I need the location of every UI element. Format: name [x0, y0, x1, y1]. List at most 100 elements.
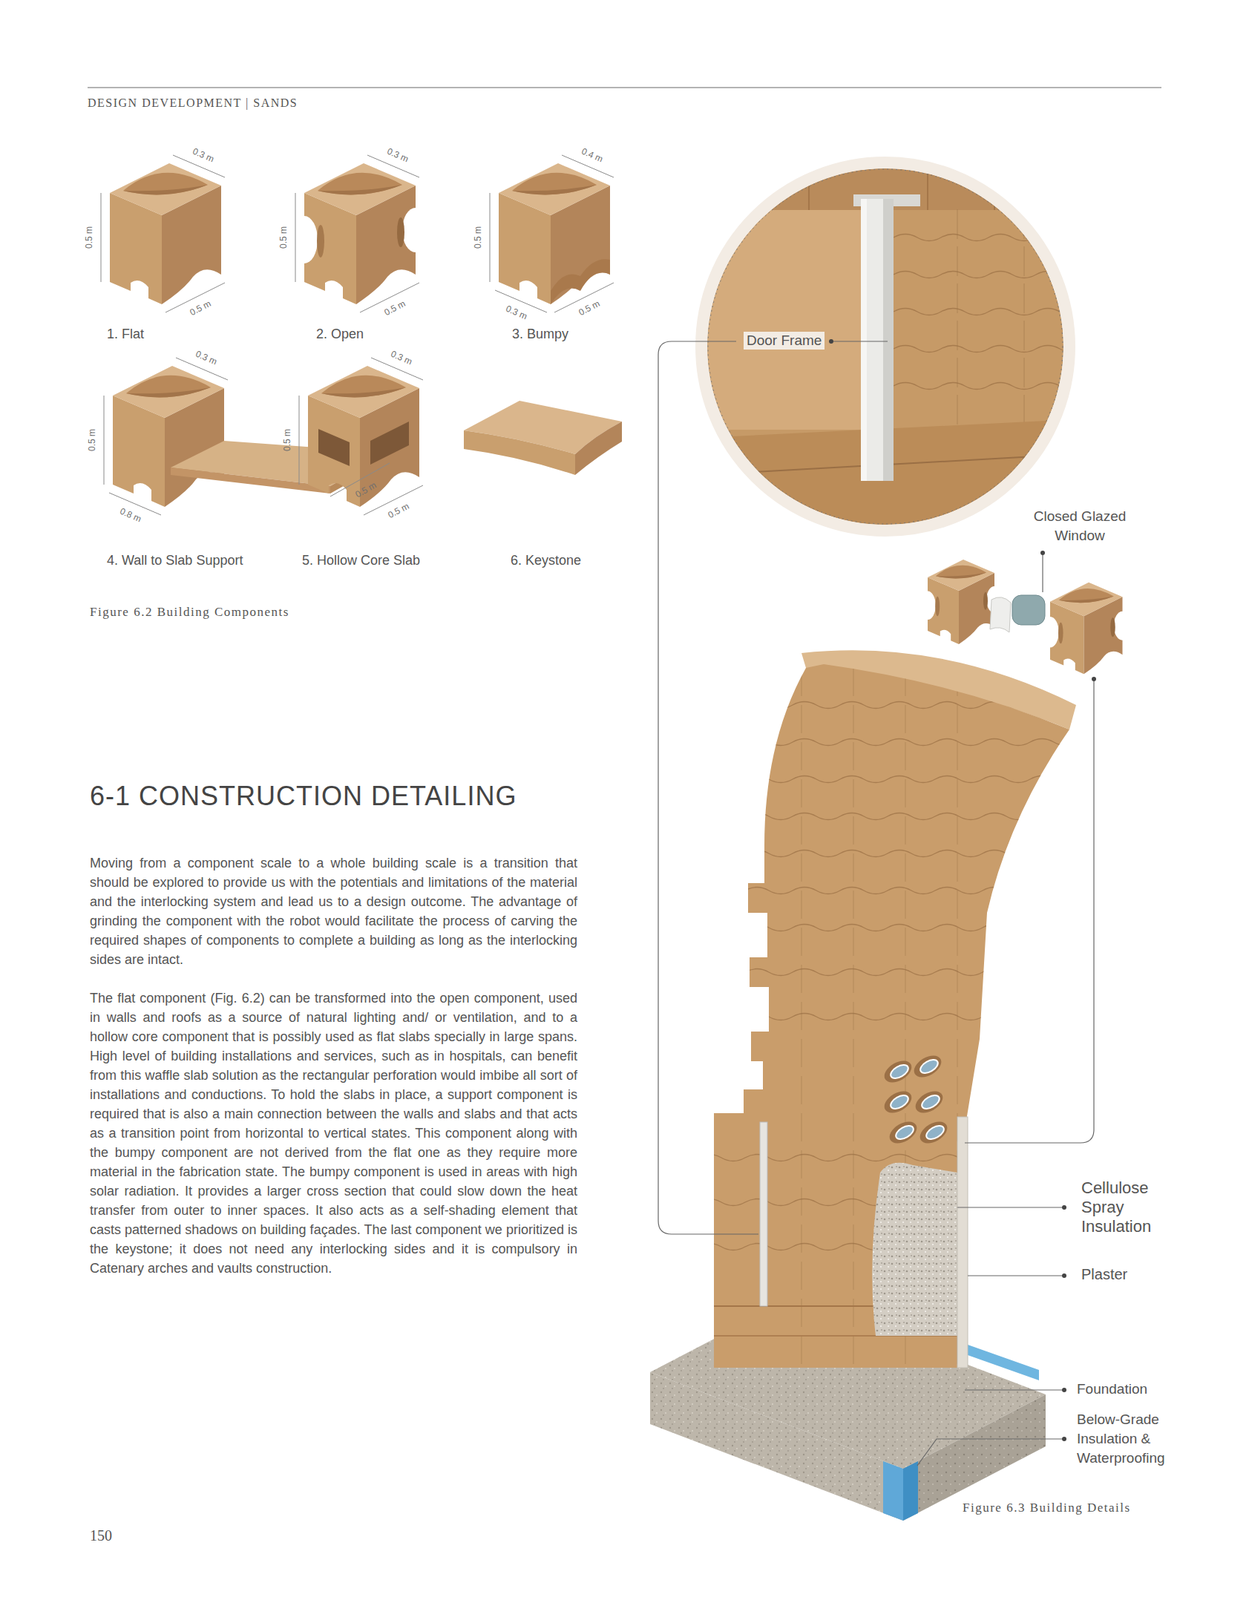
wall-section [697, 850, 1102, 858]
dimension-label: 0.3 m [503, 303, 529, 323]
header-rule [87, 86, 1162, 88]
leader-line [831, 340, 888, 342]
dimension-label: 0.5 m [353, 480, 378, 501]
page-number: 150 [89, 1527, 113, 1545]
component-label: 5. Hollow Core Slab [302, 552, 421, 569]
wall-section [697, 969, 1102, 976]
leader-dot [1091, 676, 1097, 682]
detail-zoom [883, 198, 894, 481]
keystone-component [463, 430, 576, 475]
flat-component [109, 163, 222, 305]
wall-section [697, 887, 1102, 895]
wall-openings [919, 1092, 942, 1111]
wall-to-slab-component [112, 365, 225, 507]
exploded-window [919, 559, 1132, 674]
exploded-window [1041, 582, 1132, 675]
wall-openings [923, 1122, 947, 1142]
exploded-window [1012, 595, 1045, 625]
wall-openings [880, 1087, 916, 1118]
detail-zoom [701, 162, 1249, 535]
dimension-label: 0.5 m [278, 226, 289, 249]
keystone-component [463, 400, 622, 475]
leader-line [658, 341, 1094, 1466]
leader-dot [828, 339, 834, 344]
detail-zoom [1024, 209, 1025, 425]
dimension-label: 0.8 m [117, 506, 143, 525]
dimension-line [299, 395, 300, 485]
wall-section [697, 650, 1102, 1368]
leader-line [917, 1438, 1065, 1466]
callout-label: Plaster [1081, 1266, 1128, 1284]
wall-openings [880, 1051, 952, 1149]
wall-section [697, 739, 1102, 746]
dimension-label: 0.5 m [187, 298, 213, 318]
dimension-label: 0.5 m [576, 298, 602, 318]
wall-section [871, 1162, 958, 1336]
exploded-window [989, 597, 1011, 633]
wall-section [713, 664, 1070, 1368]
detail-zoom [893, 308, 1087, 316]
bumpy-component [550, 259, 611, 305]
detail-zoom [957, 209, 959, 425]
wall-openings [910, 1051, 946, 1083]
leader-dot [1061, 1205, 1067, 1210]
detail-zoom [701, 162, 1070, 531]
exploded-window [919, 559, 1003, 645]
dimension-label: 0.3 m [385, 146, 410, 165]
wall-section [697, 702, 1102, 709]
wall-section [957, 1116, 968, 1368]
wall-section [697, 924, 1102, 932]
wall-openings [880, 1056, 916, 1088]
open-component [290, 163, 429, 305]
dimension-line [295, 192, 297, 283]
bumpy-component [498, 163, 611, 305]
wall-openings [888, 1061, 911, 1081]
dimension-line [100, 155, 614, 516]
leader-dot [828, 339, 1097, 1442]
section-title: 6-1 CONSTRUCTION DETAILING [89, 780, 517, 812]
wall-openings [916, 1117, 952, 1149]
running-header: DESIGN DEVELOPMENT | SANDS [87, 96, 298, 110]
callout-label: Door Frame [743, 331, 825, 350]
dimension-line [103, 395, 105, 485]
callout-label: Closed Glazed Window [1027, 506, 1132, 546]
component-label: 6. Keystone [510, 552, 582, 569]
foundation-slab [967, 1344, 1039, 1381]
detail-zoom [893, 382, 1087, 390]
dimension-label: 0.5 m [86, 428, 98, 452]
wall-section [759, 1122, 768, 1307]
hollow-core-component [318, 428, 350, 467]
dimension-line [489, 192, 491, 283]
leader-line [1041, 552, 1043, 593]
hollow-core-component [307, 365, 420, 507]
dimension-label: 0.5 m [382, 298, 407, 318]
detail-zoom [701, 162, 1249, 535]
wall-section [697, 667, 1102, 1368]
detail-zoom [860, 198, 867, 481]
wall-openings [886, 1117, 921, 1149]
wall-section [853, 667, 855, 1368]
hollow-core-component [370, 421, 409, 465]
component-label: 4. Wall to Slab Support [106, 552, 243, 569]
wall-openings [888, 1092, 911, 1111]
dimension-label: 0.5 m [83, 226, 95, 249]
callout-label: Below-Grade Insulation & Waterproofing [1076, 1410, 1189, 1468]
leader-line [967, 1274, 1065, 1276]
dimension-label: 0.3 m [388, 348, 414, 368]
detail-zoom [893, 234, 1087, 242]
leader-line [658, 341, 759, 1235]
component-label: 1. Flat [106, 326, 144, 343]
leader-dot [1040, 550, 1045, 556]
wall-openings [918, 1056, 941, 1076]
detail-zoom [701, 162, 1073, 534]
dimension-label: 0.5 m [282, 428, 293, 452]
dimension-label: 0.3 m [190, 146, 216, 165]
leader-dot [1061, 1436, 1067, 1442]
keystone-component [575, 421, 622, 475]
wall-to-slab-component [170, 467, 331, 494]
dimension-label: 0.3 m [193, 348, 219, 368]
foundation-slab [883, 1461, 904, 1521]
component-label: 2. Open [316, 326, 364, 343]
wall-section [801, 667, 803, 1368]
